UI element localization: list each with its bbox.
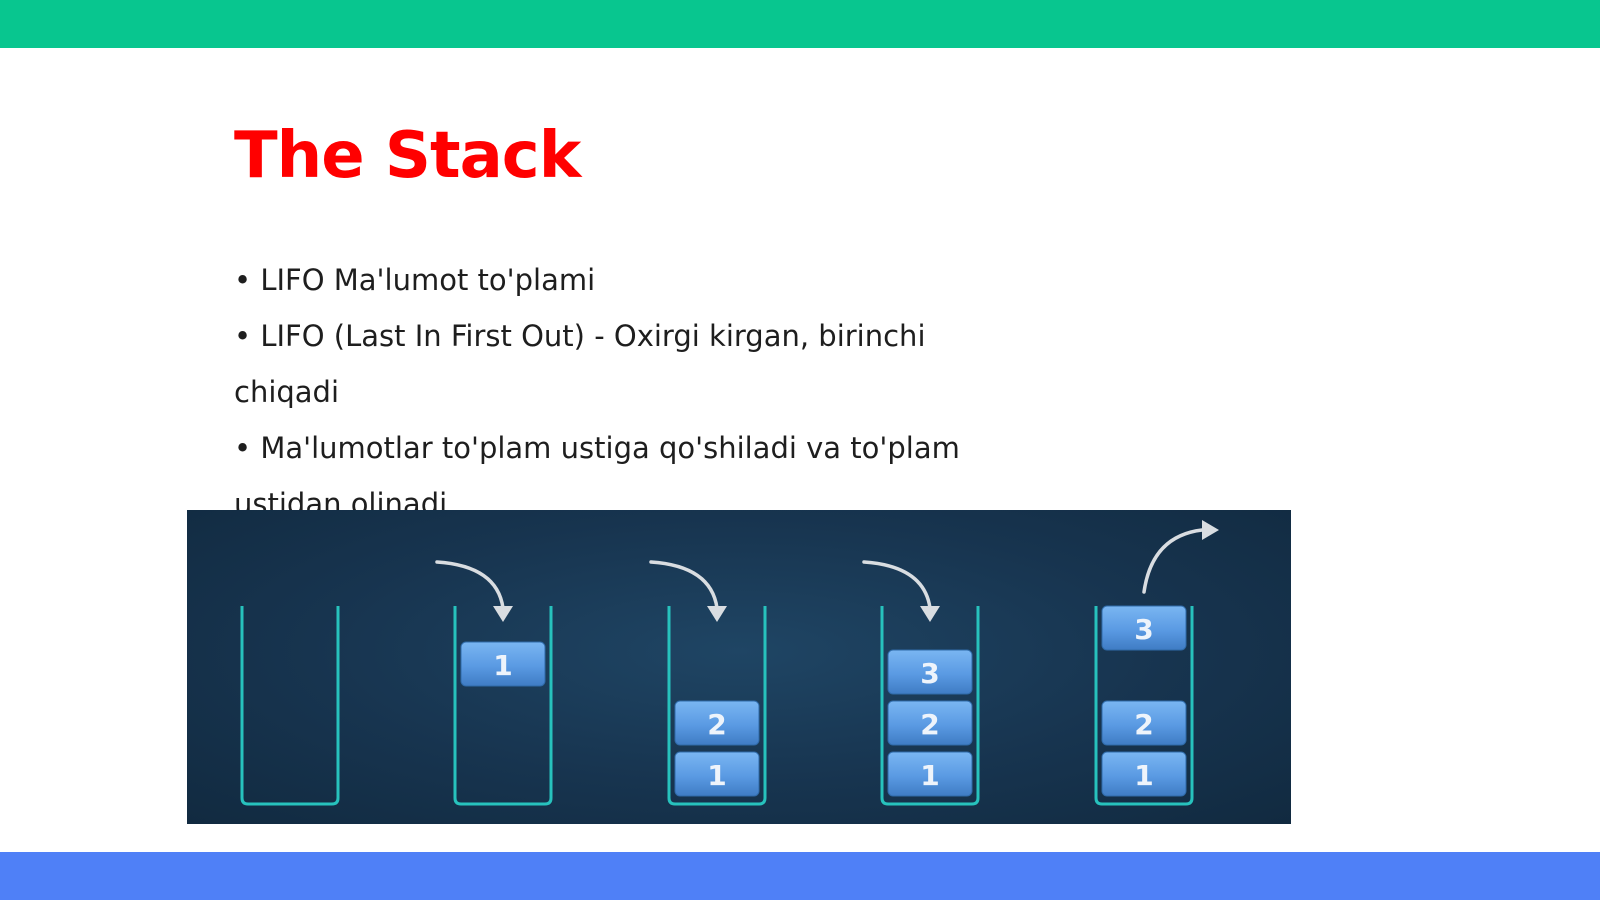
stack-container (880, 606, 980, 806)
push-arrow-line (435, 560, 505, 610)
stack-block: 2 (674, 700, 760, 746)
stack-block-label: 2 (1134, 708, 1153, 741)
stack-block-body (887, 751, 973, 797)
stack-3: 12 (649, 560, 767, 806)
stack-block-label: 1 (920, 759, 939, 792)
slide-title: The Stack (234, 119, 581, 193)
bullet-item-lifo: • LIFO Ma'lumot to'plami (234, 263, 596, 297)
bullet-item-operations: • Ma'lumotlar to'plam ustiga qo'shiladi … (234, 431, 960, 510)
stack-block: 3 (887, 649, 973, 695)
top-accent-bar (0, 0, 1600, 48)
stack-block: 2 (887, 700, 973, 746)
pop-arrow-head (1202, 520, 1219, 540)
stack-block-body (1101, 605, 1187, 651)
pop-arrow-line (1142, 528, 1204, 594)
stack-block-body (887, 700, 973, 746)
stack-4: 1 2 3 (862, 560, 980, 806)
stack-block: 1 (887, 751, 973, 797)
bullet-item-definition: • LIFO (Last In First Out) - Oxirgi kirg… (234, 319, 926, 409)
stack-block: 2 (1101, 700, 1187, 746)
push-arrow-line (649, 560, 719, 610)
bottom-accent-bar (0, 852, 1600, 900)
push-arrow-head (493, 606, 513, 622)
stack-container (240, 606, 340, 806)
stack-block-label: 2 (707, 708, 726, 741)
stack-block-body (674, 751, 760, 797)
bullet-list: • LIFO Ma'lumot to'plami • LIFO (Last In… (234, 252, 994, 510)
stack-container (1094, 606, 1194, 806)
stack-block-body (1101, 700, 1187, 746)
stack-block-label: 1 (493, 649, 512, 682)
stack-block-label: 1 (1134, 759, 1153, 792)
stack-block: 1 (460, 641, 546, 687)
stack-block: 1 (674, 751, 760, 797)
push-arrow-head (707, 606, 727, 622)
stack-block: 3 (1101, 605, 1187, 651)
stack-block-body (887, 649, 973, 695)
stack-block-body (674, 700, 760, 746)
stack-block-label: 1 (707, 759, 726, 792)
push-arrow-line (862, 560, 932, 610)
stack-block-label: 3 (1134, 613, 1153, 646)
stack-block-label: 3 (920, 657, 939, 690)
stack-container (453, 606, 553, 806)
stack-block-body (460, 641, 546, 687)
stack-block-body (1101, 751, 1187, 797)
stack-block-label: 2 (920, 708, 939, 741)
stack-container (667, 606, 767, 806)
push-arrow-head (920, 606, 940, 622)
stack-5: 1 2 3 (1094, 520, 1219, 806)
stack-2: 1 (435, 560, 553, 806)
stack-block: 1 (1101, 751, 1187, 797)
stack-1 (240, 606, 340, 806)
